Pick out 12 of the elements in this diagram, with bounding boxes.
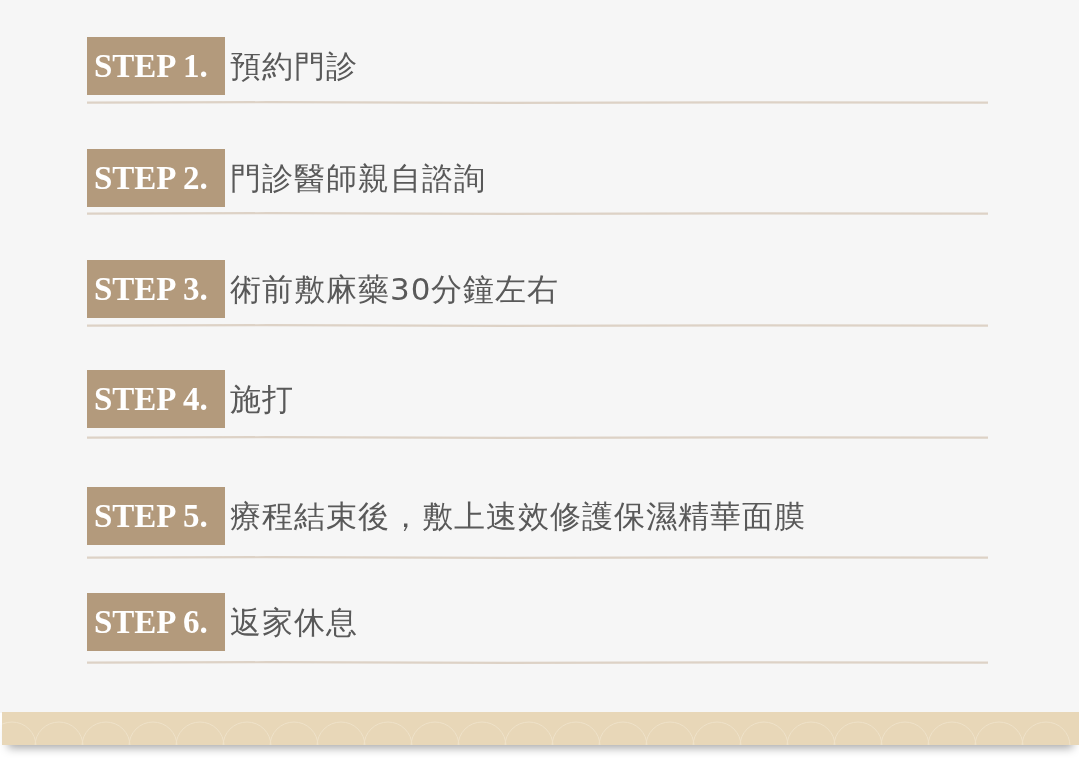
step-text: 療程結束後，敷上速效修護保濕精華面膜 bbox=[230, 497, 806, 536]
step-badge: STEP 3. bbox=[87, 260, 225, 318]
step-text: 門診醫師親自諮詢 bbox=[230, 159, 486, 198]
step-text: 返家休息 bbox=[230, 603, 358, 642]
step-badge: STEP 1. bbox=[87, 37, 225, 95]
step-badge: STEP 5. bbox=[87, 487, 225, 545]
step-text: 預約門診 bbox=[230, 47, 358, 86]
step-text: 術前敷麻藥30分鐘左右 bbox=[230, 270, 560, 309]
step-text: 施打 bbox=[230, 380, 294, 419]
step-badge: STEP 6. bbox=[87, 593, 225, 651]
step-badge: STEP 2. bbox=[87, 149, 225, 207]
step-badge: STEP 4. bbox=[87, 370, 225, 428]
